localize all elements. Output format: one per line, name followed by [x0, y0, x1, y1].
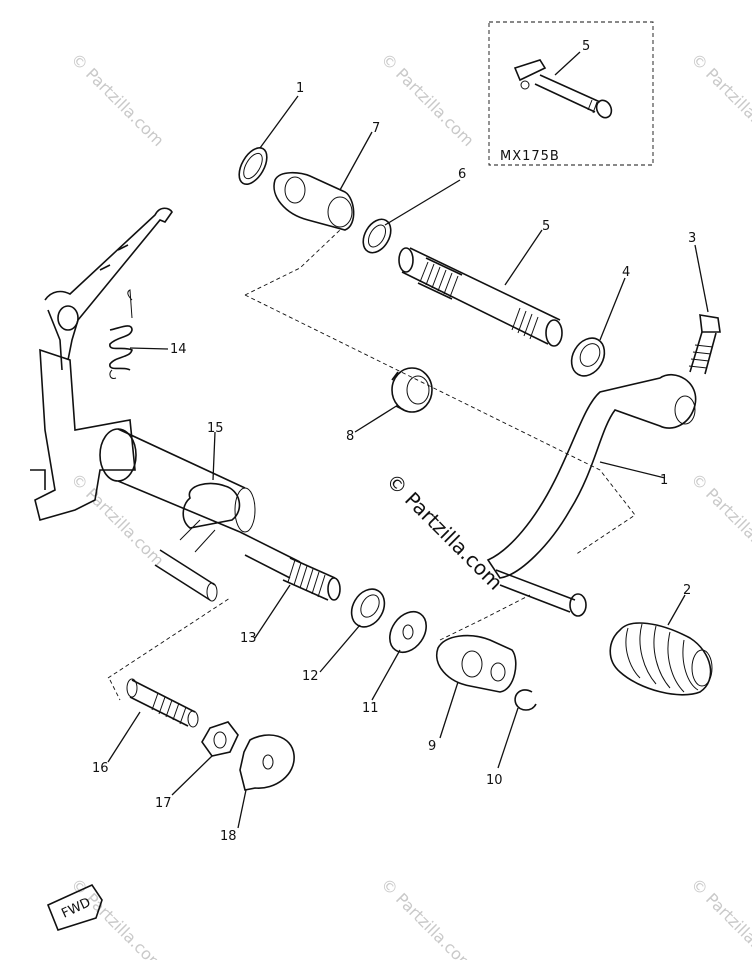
callout-5: 5 [542, 219, 550, 234]
part-11-washer [389, 610, 427, 654]
fwd-label: FWD [59, 895, 93, 921]
callout-5-inset: 5 [582, 39, 590, 54]
part-1-shift-pedal [486, 373, 697, 617]
callout-3: 3 [688, 231, 696, 246]
callout-12: 12 [302, 669, 319, 684]
shift-drum-assembly [30, 348, 301, 602]
inset-model-label: MX175B [500, 149, 560, 164]
part-6-washer-middle [362, 218, 392, 254]
callout-16: 16 [92, 761, 109, 776]
part-2-pedal-rubber [609, 622, 713, 696]
assembly-dashed-lines [107, 229, 636, 701]
part-18-lock-plate [239, 734, 295, 791]
callout-14: 14 [170, 342, 187, 357]
inset-shaft-part [513, 59, 613, 119]
watermark-mid-left: © Partzilla.com [67, 469, 168, 570]
watermark-top-right: © Partzilla.com [687, 49, 752, 150]
part-13-shaft-spline [282, 557, 341, 601]
watermark-bottom-right: © Partzilla.com [687, 874, 752, 960]
callout-7: 7 [372, 121, 380, 136]
watermark-bottom-left: © Partzilla.com [67, 874, 168, 960]
part-5-shift-shaft [398, 247, 563, 347]
part-9-shift-arm [435, 634, 517, 693]
watermark-bottom-center: © Partzilla.com [377, 874, 478, 960]
part-17-nut [201, 721, 239, 757]
watermark-mid-right: © Partzilla.com [687, 469, 752, 570]
callout-9: 9 [428, 739, 436, 754]
callout-17: 17 [155, 796, 172, 811]
watermark-group: © Partzilla.com © Partzilla.com © Partzi… [67, 49, 752, 960]
callout-6-middle: 6 [458, 167, 466, 182]
part-8-bushing [391, 367, 433, 413]
part-7-shift-arm [273, 171, 355, 231]
watermark-top-left: © Partzilla.com [67, 49, 168, 150]
callout-2: 2 [683, 583, 691, 598]
part-3-bolt [688, 314, 721, 375]
part-6-washer-upper [238, 147, 268, 185]
callout-1: 1 [660, 473, 668, 488]
callout-10: 10 [486, 773, 503, 788]
part-10-circlip [514, 689, 537, 711]
callout-4: 4 [622, 265, 630, 280]
callout-13: 13 [240, 631, 257, 646]
part-16-stud [126, 678, 199, 728]
inset-border [488, 21, 654, 166]
callout-11: 11 [362, 701, 379, 716]
callout-18: 18 [220, 829, 237, 844]
part-4-oil-seal [570, 337, 606, 377]
watermark-top-center: © Partzilla.com [377, 49, 478, 150]
watermark-center: © Partzilla.com [381, 469, 507, 595]
stopper-lever-plate [44, 207, 173, 371]
callout-15: 15 [207, 421, 224, 436]
part-12-oil-seal [350, 588, 386, 628]
leader-5-inset [554, 51, 581, 76]
callout-6-upper: 1 [296, 81, 304, 96]
part-14-spring [109, 289, 133, 379]
inset-mx175b: 5 MX175B [488, 21, 654, 166]
callout-8: 8 [346, 429, 354, 444]
